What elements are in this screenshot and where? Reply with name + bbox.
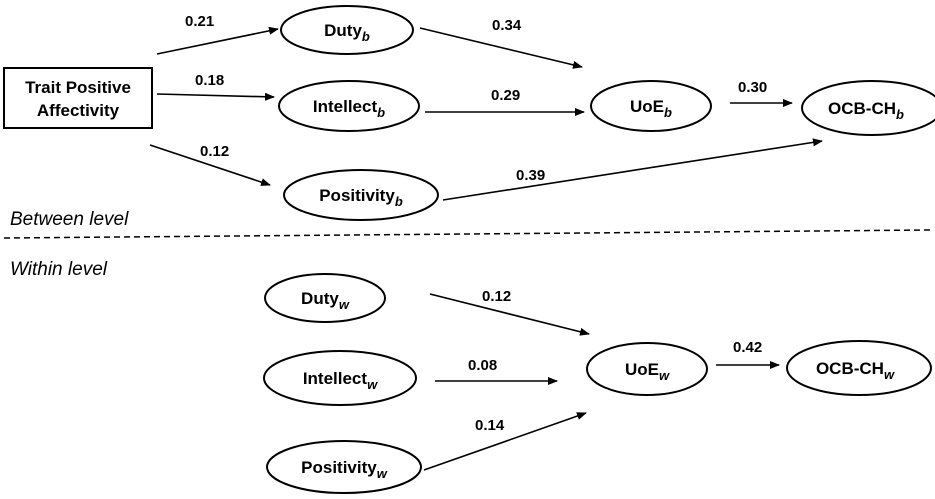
coef-positivity-ocb-between: 0.39: [516, 167, 545, 184]
node-intellect-between-subscript: b: [377, 105, 385, 120]
node-tpa-line1: Trait Positive: [25, 78, 131, 97]
svg-text:OCB-CHb: OCB-CHb: [828, 99, 904, 122]
node-uoe-between: UoEb: [590, 80, 712, 132]
node-positivity-within-label: Positivity: [301, 458, 377, 477]
node-duty-between: Dutyb: [280, 5, 414, 55]
svg-text:UoEb: UoEb: [630, 97, 672, 120]
coef-positivity-uoe-within: 0.14: [475, 417, 505, 434]
svg-text:Positivityb: Positivityb: [319, 186, 403, 209]
node-positivity-between-label: Positivity: [319, 186, 395, 205]
node-intellect-between-label: Intellect: [313, 97, 378, 116]
level-label-within: Within level: [10, 259, 108, 280]
node-positivity-between-subscript: b: [395, 194, 403, 209]
node-trait-positive-affectivity: Trait Positive Affectivity: [3, 67, 153, 129]
coef-uoe-ocb-between: 0.30: [738, 79, 767, 96]
svg-text:Intellectb: Intellectb: [313, 97, 385, 120]
coef-intellect-uoe-between: 0.29: [491, 87, 520, 104]
edge-tpa-to-intellect-between: [156, 92, 275, 101]
svg-text:UoEw: UoEw: [625, 360, 670, 383]
node-duty-between-subscript: b: [362, 29, 370, 44]
edge-duty-within-to-uoe-within: [429, 293, 590, 336]
node-intellect-within-subscript: w: [367, 377, 378, 392]
node-ocb-within-subscript: w: [884, 367, 895, 382]
node-uoe-within: UoEw: [586, 342, 708, 396]
node-ocb-ch-within: OCB-CHw: [786, 340, 932, 396]
node-uoe-between-subscript: b: [664, 105, 672, 120]
svg-text:Positivityw: Positivityw: [301, 458, 388, 481]
node-intellect-within: Intellectw: [263, 350, 417, 406]
svg-text:Dutyw: Dutyw: [301, 289, 350, 312]
node-positivity-between: Positivityb: [283, 169, 439, 221]
coef-duty-uoe-within: 0.12: [482, 288, 511, 305]
node-positivity-within: Positivityw: [266, 440, 422, 494]
svg-text:Dutyb: Dutyb: [324, 21, 370, 44]
node-ocb-within-label: OCB-CH: [816, 359, 884, 378]
node-duty-within: Dutyw: [264, 273, 386, 323]
node-uoe-within-subscript: w: [659, 368, 670, 383]
node-duty-within-subscript: w: [339, 297, 350, 312]
edge-positivity-between-to-ocb-between: [442, 138, 823, 201]
edge-tpa-to-duty-between: [156, 26, 279, 55]
node-ocb-between-subscript: b: [896, 107, 904, 122]
coef-uoe-ocb-within: 0.42: [733, 339, 762, 356]
edge-tpa-to-positivity-between: [149, 144, 271, 186]
node-intellect-within-label: Intellect: [303, 369, 368, 388]
level-divider: [3, 229, 931, 239]
node-uoe-between-label: UoE: [630, 97, 664, 116]
node-duty-within-label: Duty: [301, 289, 339, 308]
svg-text:OCB-CHw: OCB-CHw: [816, 359, 895, 382]
svg-text:Intellectw: Intellectw: [303, 369, 378, 392]
node-intellect-between: Intellectb: [278, 80, 420, 132]
edge-positivity-within-to-uoe-within: [423, 412, 587, 471]
coef-tpa-duty-between: 0.21: [185, 13, 214, 30]
node-tpa-line2: Affectivity: [37, 101, 120, 120]
coef-duty-uoe-between: 0.34: [492, 17, 522, 34]
node-ocb-ch-between: OCB-CHb: [801, 80, 935, 136]
level-label-between: Between level: [10, 209, 129, 230]
node-ocb-between-label: OCB-CH: [828, 99, 896, 118]
node-positivity-within-subscript: w: [377, 466, 388, 481]
edge-duty-between-to-uoe-between: [419, 27, 583, 69]
coef-tpa-positivity-between: 0.12: [200, 143, 229, 160]
node-uoe-within-label: UoE: [625, 360, 659, 379]
node-duty-between-label: Duty: [324, 21, 362, 40]
coef-tpa-intellect-between: 0.18: [195, 72, 224, 89]
coef-intellect-uoe-within: 0.08: [468, 357, 497, 374]
